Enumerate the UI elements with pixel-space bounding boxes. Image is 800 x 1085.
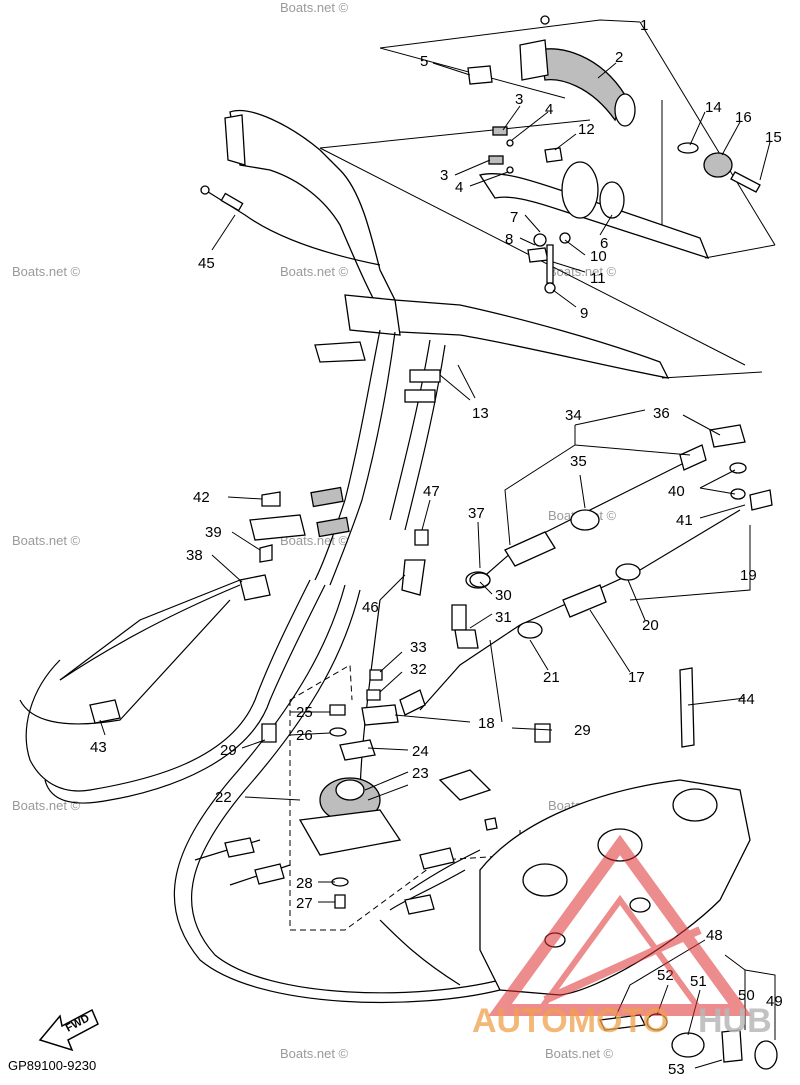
callout-21: 21 — [543, 669, 560, 686]
grip-assembly — [467, 15, 761, 294]
logo-text-hub: HUB — [698, 1002, 772, 1040]
callout-42: 42 — [193, 489, 210, 506]
callout-4: 4 — [455, 179, 463, 196]
diagram-code: GP89100-9230 — [8, 1058, 96, 1073]
callout-31: 31 — [495, 609, 512, 626]
callout-26: 26 — [296, 727, 313, 744]
small-parts-left — [59, 491, 695, 748]
grip-assembly-frame — [319, 19, 776, 379]
callout-49: 49 — [766, 993, 783, 1010]
callout-23: 23 — [412, 765, 429, 782]
callout-19: 19 — [740, 567, 757, 584]
callout-17: 17 — [628, 669, 645, 686]
callout-46: 46 — [362, 599, 379, 616]
callout-15: 15 — [765, 129, 782, 146]
callout-29: 29 — [574, 722, 591, 739]
callout-20: 20 — [642, 617, 659, 634]
callout-14: 14 — [705, 99, 722, 116]
callout-41: 41 — [676, 512, 693, 529]
watermark: Boats.net © — [12, 264, 81, 279]
callout-2: 2 — [615, 49, 623, 66]
callout-27: 27 — [296, 895, 313, 912]
automotohub-wordmark: AUTOMOTO HUB — [472, 1002, 772, 1040]
callout-9: 9 — [580, 305, 588, 322]
callout-8: 8 — [505, 231, 513, 248]
cable-bundle — [19, 329, 501, 1004]
watermark: Boats.net © — [12, 798, 81, 813]
callout-39: 39 — [205, 524, 222, 541]
callout-1: 1 — [640, 17, 648, 34]
callout-16: 16 — [735, 109, 752, 126]
callout-10: 10 — [590, 248, 607, 265]
callout-24: 24 — [412, 743, 429, 760]
callout-35: 35 — [570, 453, 587, 470]
callout-28: 28 — [296, 875, 313, 892]
callout-43: 43 — [90, 739, 107, 756]
watermark: Boats.net © — [545, 1046, 614, 1061]
logo-text-automoto: AUTOMOTO — [472, 1002, 669, 1040]
callout-34: 34 — [565, 407, 582, 424]
callout-18: 18 — [478, 715, 495, 732]
callout-47: 47 — [423, 483, 440, 500]
watermark: Boats.net © — [280, 1046, 349, 1061]
callout-37: 37 — [468, 505, 485, 522]
watermark: Boats.net © — [280, 264, 349, 279]
automotohub-logo — [488, 834, 752, 1016]
callout-48: 48 — [706, 927, 723, 944]
callout-38: 38 — [186, 547, 203, 564]
left-cable-ends — [59, 579, 291, 886]
throttle-cable — [200, 185, 381, 266]
callout-5: 5 — [420, 53, 428, 70]
callout-6: 6 — [600, 235, 608, 252]
callout-13: 13 — [472, 405, 489, 422]
handlebar — [224, 110, 710, 379]
callout-33: 33 — [410, 639, 427, 656]
callout-36: 36 — [653, 405, 670, 422]
callout-25: 25 — [296, 704, 313, 721]
callout-labels: 1 2 3 4 5 3 4 12 14 16 15 6 7 8 10 11 9 … — [90, 17, 783, 1078]
callout-32: 32 — [410, 661, 427, 678]
callout-45: 45 — [198, 255, 215, 272]
leader-lines — [99, 62, 776, 1069]
watermark: Boats.net © — [280, 533, 349, 548]
callout-40: 40 — [668, 483, 685, 500]
choke-cable-assembly — [399, 424, 773, 716]
bracket-assembly — [289, 664, 521, 931]
callout-4: 4 — [545, 101, 553, 118]
callout-3: 3 — [515, 91, 523, 108]
callout-30: 30 — [495, 587, 512, 604]
callout-51: 51 — [690, 973, 707, 990]
callout-53: 53 — [668, 1061, 685, 1078]
callout-11: 11 — [590, 270, 606, 287]
watermark: Boats.net © — [280, 0, 349, 15]
watermark: Boats.net © — [12, 533, 81, 548]
callout-50: 50 — [738, 987, 755, 1004]
callout-3: 3 — [440, 167, 448, 184]
fwd-arrow-icon: FWD — [38, 1008, 99, 1052]
callout-44: 44 — [738, 691, 755, 708]
callout-22: 22 — [215, 789, 232, 806]
callout-7: 7 — [510, 209, 518, 226]
callout-12: 12 — [578, 121, 595, 138]
callout-29: 29 — [220, 742, 237, 759]
